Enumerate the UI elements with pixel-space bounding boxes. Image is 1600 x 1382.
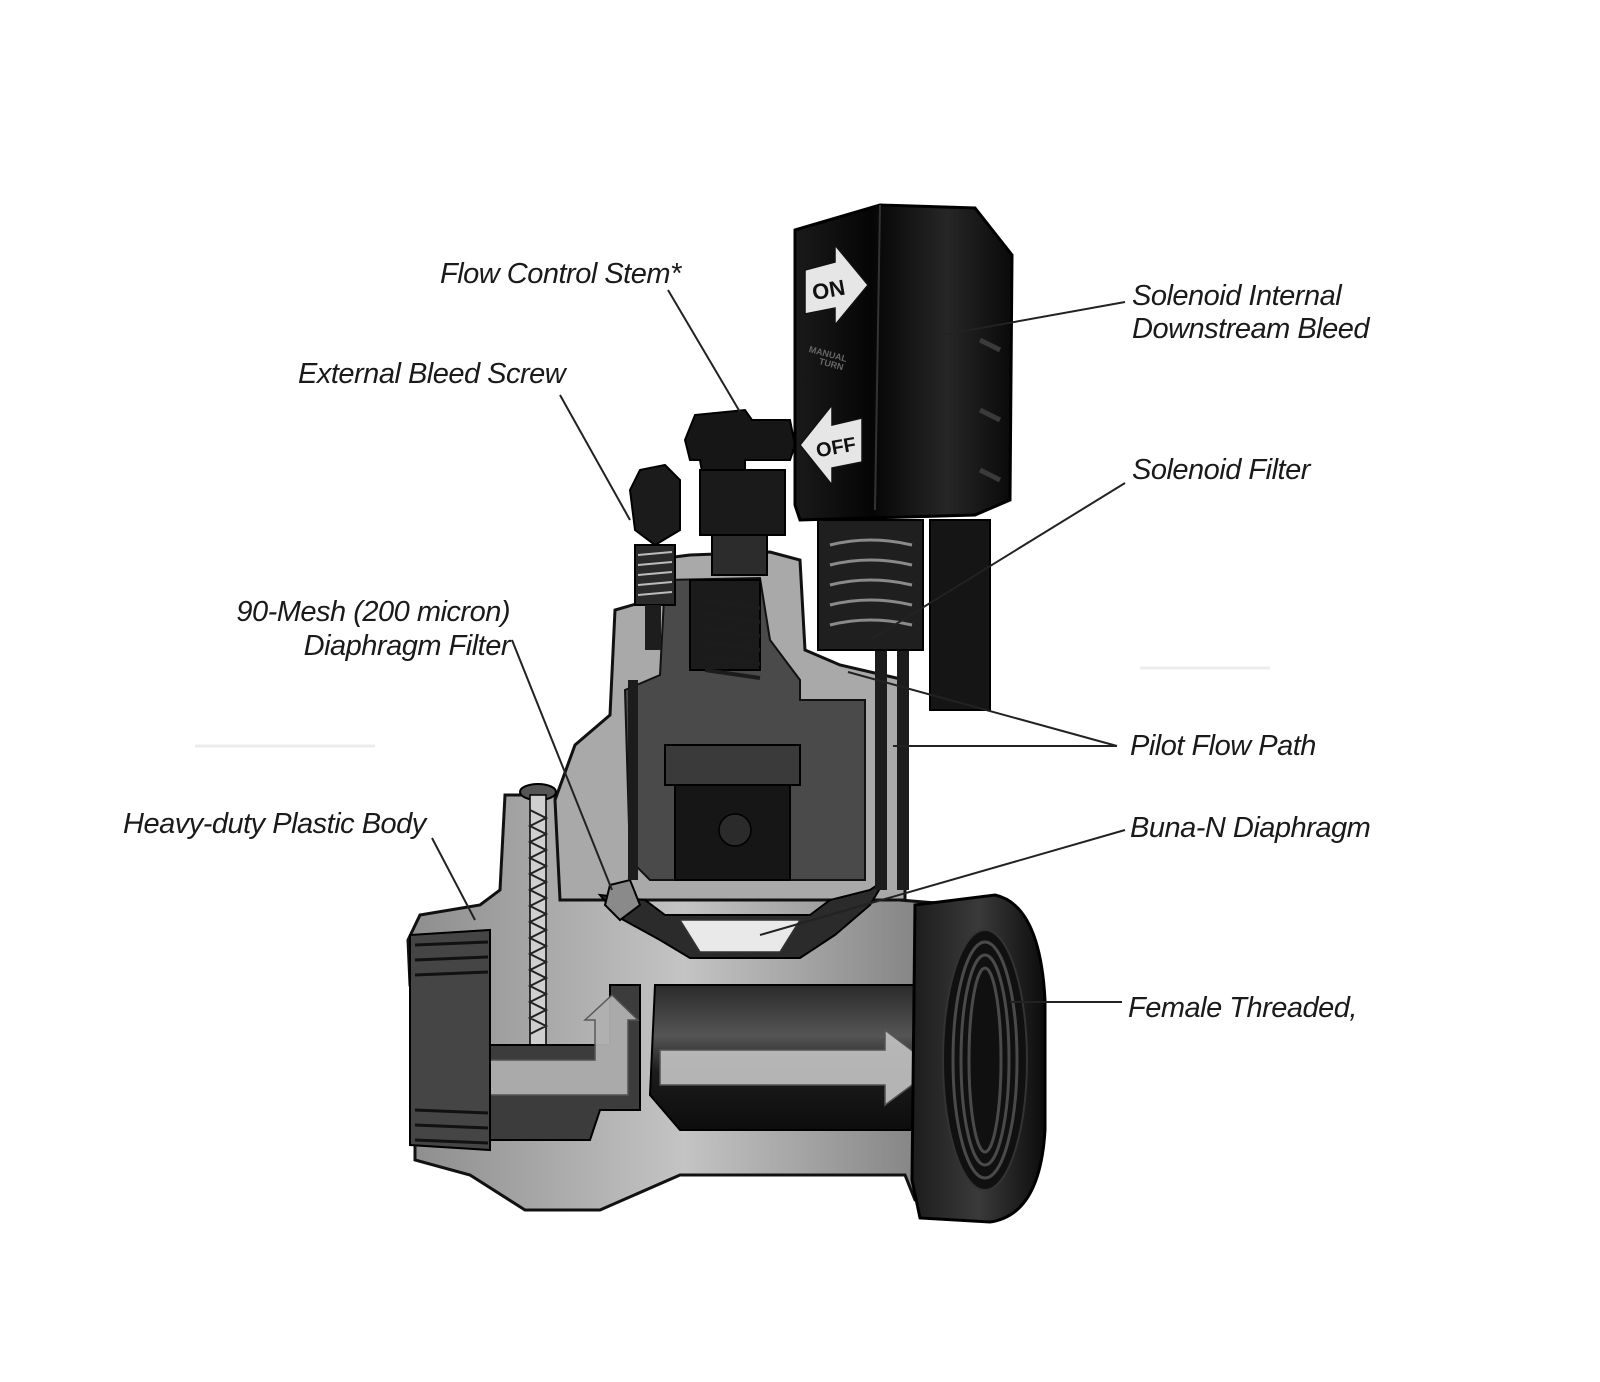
label-female-threaded: Female Threaded,: [1128, 992, 1357, 1024]
leader-solenoid-filter: [869, 482, 1126, 641]
flow-control-stem: [683, 408, 797, 576]
valve-illustration: ON MANUAL TURN OFF: [406, 203, 1047, 1224]
label-diaphragm-filter-line2: Diaphragm Filter: [303, 630, 511, 662]
label-pilot-flow-path: Pilot Flow Path: [1130, 730, 1316, 762]
on-label: ON: [810, 275, 847, 305]
off-arrow-icon: [799, 402, 863, 488]
solenoid: ON MANUAL TURN OFF: [793, 203, 1014, 711]
leader-lines: [431, 289, 1126, 1003]
piston-upper: [689, 579, 761, 671]
leader-diaphragm-filter: [511, 639, 613, 891]
leader-pilot-flow-a: [847, 671, 1118, 747]
label-solenoid-bleed-line1: Solenoid Internal: [1132, 280, 1342, 312]
body-bolt: [519, 783, 557, 1046]
on-arrow-icon: [804, 242, 869, 328]
label-plastic-body: Heavy-duty Plastic Body: [123, 808, 426, 840]
leader-diaphragm: [759, 829, 1126, 936]
label-diaphragm-filter-line1: 90-Mesh (200 micron): [236, 596, 510, 628]
leader-plastic-body: [431, 837, 476, 921]
female-threaded-outlet: [910, 893, 1047, 1224]
piston-mid: [664, 744, 801, 786]
pilot-tubes: [628, 650, 909, 890]
leader-external-bleed-screw: [559, 394, 631, 521]
label-solenoid-filter: Solenoid Filter: [1132, 454, 1310, 486]
bonnet-spring: [704, 598, 761, 680]
diaphragm-mesh-filter: [603, 878, 642, 922]
external-bleed-screw: [628, 463, 681, 650]
leader-solenoid-bleed: [941, 301, 1126, 336]
leader-flow-control-stem: [667, 289, 741, 413]
label-solenoid-bleed-line2: Downstream Bleed: [1132, 313, 1370, 345]
flow-arrows: [469, 993, 937, 1107]
diaphragm-seat: [678, 919, 802, 953]
piston-dot: [718, 813, 752, 847]
label-diaphragm: Buna-N Diaphragm: [1130, 812, 1371, 844]
label-flow-control-stem: Flow Control Stem*: [440, 258, 681, 290]
label-external-bleed-screw: External Bleed Screw: [298, 358, 566, 390]
male-threaded-inlet: [409, 928, 491, 1152]
scan-artifacts: [195, 666, 1270, 748]
diaphragm: [597, 879, 886, 959]
